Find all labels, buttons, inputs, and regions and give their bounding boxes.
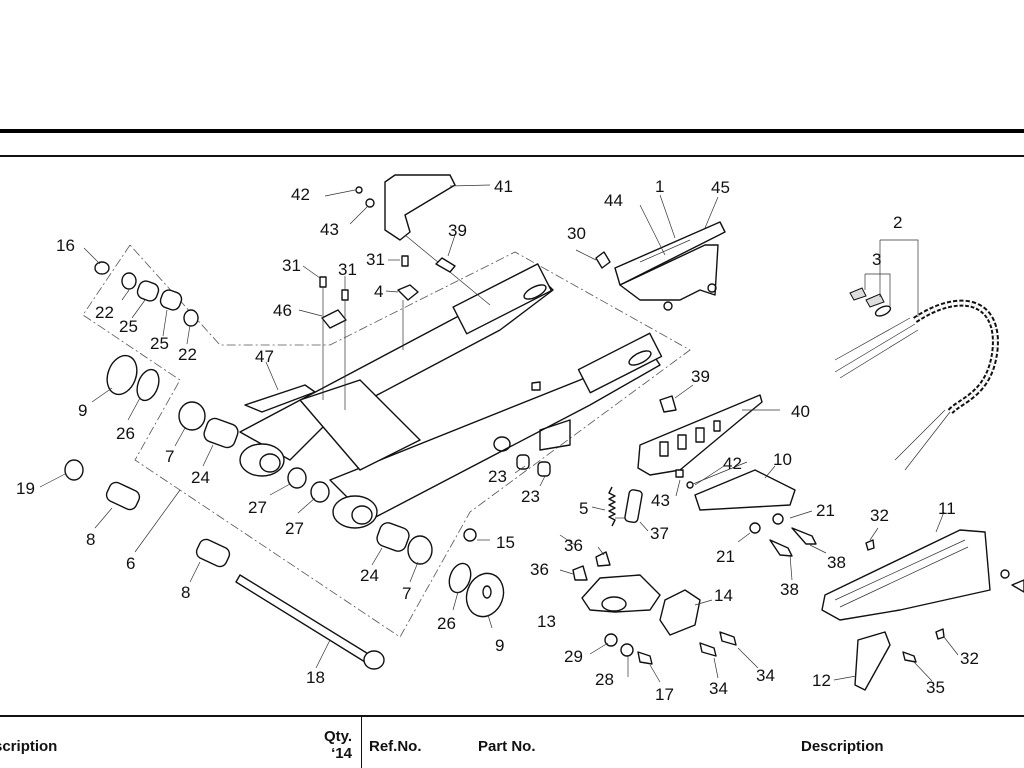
callout-25a: 25 [119,317,138,336]
callout-40: 40 [791,402,810,421]
callout-42a: 42 [291,185,310,204]
header-rule-thin [0,155,1024,157]
callout-36a: 36 [564,536,583,555]
callout-47: 47 [255,347,274,366]
callout-24b: 24 [360,566,379,585]
callout-45: 45 [711,178,730,197]
callout-17: 17 [655,685,674,704]
callout-32a: 32 [870,506,889,525]
callout-15: 15 [496,533,515,552]
pivot-shaft-part [235,574,385,670]
callout-11: 11 [938,499,956,518]
callout-39a: 39 [448,221,467,240]
callout-34b: 34 [756,666,775,685]
callout-38a: 38 [827,553,846,572]
callout-25b: 25 [150,334,169,353]
callout-27a: 27 [248,498,267,517]
callout-8b: 8 [181,583,190,602]
callout-36b: 36 [530,560,549,579]
callout-32b: 32 [960,649,979,668]
callout-21b: 21 [716,547,735,566]
callout-12: 12 [812,671,831,690]
callout-35: 35 [926,678,945,697]
callout-4: 4 [374,282,383,301]
sleeve-part [624,489,643,524]
column-header-ref-no: Ref.No. [369,738,422,755]
column-header-description-left: scription [0,738,58,755]
leader-lines [39,184,959,683]
callout-31b: 31 [338,260,357,279]
callout-41: 41 [494,177,513,196]
callout-26b: 26 [437,614,456,633]
callout-14: 14 [714,586,733,605]
exploded-parts-diagram: 1 2 3 4 5 6 7 7 8 8 9 9 10 11 12 13 14 1… [16,174,1024,704]
chain-guide-part [614,221,726,311]
brake-linkage-part [581,574,701,636]
callout-31c: 31 [366,250,385,269]
callout-7b: 7 [402,584,411,603]
callout-30: 30 [567,224,586,243]
callout-46: 46 [273,301,292,320]
callout-22b: 22 [178,345,197,364]
chain-case-part [821,529,991,621]
chain-adjuster-bracket-part [384,174,491,306]
callout-27b: 27 [285,519,304,538]
table-top-rule [0,715,1024,717]
swingarm-part [239,263,663,529]
callout-8a: 8 [86,530,95,549]
bearing-group [64,261,551,618]
callout-10: 10 [773,450,792,469]
assembly-boundary [82,244,691,638]
pad-part [244,384,316,413]
callout-31a: 31 [282,256,301,275]
cover-plate-part [854,631,891,691]
callout-38b: 38 [780,580,799,599]
callout-23a: 23 [488,467,507,486]
callout-21a: 21 [816,501,835,520]
column-header-qty: Qty. ‘14 [318,728,352,762]
chain-guard-part [694,469,796,511]
callout-9b: 9 [495,636,504,655]
callout-39b: 39 [691,367,710,386]
callout-7a: 7 [165,447,174,466]
callout-1: 1 [655,177,664,196]
column-header-part-no: Part No. [478,738,536,755]
callout-2: 2 [893,213,902,232]
callout-18: 18 [306,668,325,687]
callout-37: 37 [650,524,669,543]
qty-year: ‘14 [331,745,352,762]
callout-3: 3 [872,250,881,269]
callout-28: 28 [595,670,614,689]
callout-44: 44 [604,191,623,210]
callout-43b: 43 [651,491,670,510]
spring-part [608,486,616,527]
callout-6: 6 [126,554,135,573]
callout-43a: 43 [320,220,339,239]
qty-label: Qty. [323,728,352,745]
callout-23b: 23 [521,487,540,506]
chain-plate-part [637,394,763,476]
callout-42b: 42 [723,454,742,473]
callout-5: 5 [579,499,588,518]
table-column-divider [361,716,362,768]
callout-16: 16 [56,236,75,255]
callout-9a: 9 [78,401,87,420]
fastener-group [319,186,1024,665]
callout-19: 19 [16,479,35,498]
callout-24a: 24 [191,468,210,487]
callout-13: 13 [537,612,556,631]
callout-26a: 26 [116,424,135,443]
callout-29: 29 [564,647,583,666]
callout-22a: 22 [95,303,114,322]
header-rule-thick [0,129,1024,133]
callout-34a: 34 [709,679,728,698]
column-header-description-right: Description [801,738,884,755]
drive-chain-part [834,239,999,471]
